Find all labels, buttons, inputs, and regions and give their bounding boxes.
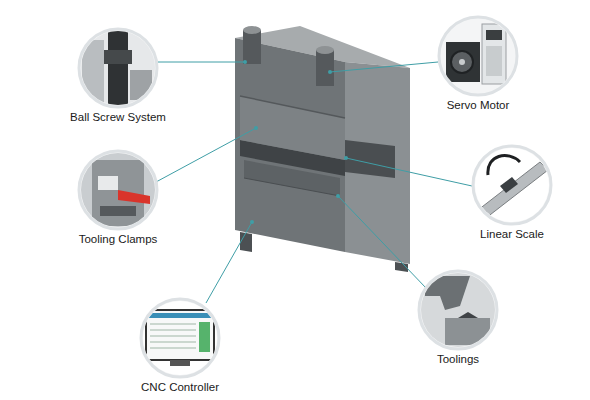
ram [240,96,345,160]
callout-label: Toolings [393,353,523,365]
circle-outline [115,297,245,379]
callout-label: CNC Controller [115,381,245,393]
circle-border [79,151,157,229]
shaft [459,59,465,65]
background [475,148,549,222]
leader-dot [336,194,340,198]
lower-beam [244,160,340,196]
background [441,19,515,93]
leader-dot [254,126,258,130]
cylinder-cap [243,26,261,34]
clamp-body [92,160,144,226]
cable [488,156,520,175]
press-brake [235,26,410,272]
servo-motor-picture [441,19,515,93]
screen [146,310,214,360]
cylinder [316,50,334,86]
side-face [345,62,410,264]
driver-display [486,30,502,40]
screw-housing [108,30,128,106]
motor-body [446,42,480,82]
callout-label: Linear Scale [447,228,577,240]
table-line [150,336,196,337]
driver-terminal [486,46,502,76]
leader-line [158,62,245,63]
cylinder [243,30,261,64]
ball-screw-picture [80,30,156,106]
callout-circle: Tooling Clamps [53,149,183,250]
toolings-picture [421,273,495,347]
leader-dot [250,220,254,224]
callout-circle: Servo Motor [413,15,543,116]
foot [240,232,252,252]
circle-border [419,271,497,349]
cylinder-cap [316,46,334,54]
upper-punch [425,276,470,310]
callout-circle: Linear Scale [447,144,577,245]
nut [104,50,132,64]
leader-line [338,196,426,288]
edge-line [240,96,345,118]
leader-lines [156,62,472,303]
callout-label: Ball Screw System [53,111,183,123]
leader-line [346,158,472,186]
callout-circle: CNC Controller [115,297,245,398]
screen-buttons [199,322,210,352]
callout-label: Tooling Clamps [53,233,183,245]
cnc-controller-picture [143,301,217,375]
table-line [150,324,196,325]
lower-die [445,318,490,345]
background [81,153,155,227]
clamp-jaw [100,206,136,216]
bracket [130,70,152,100]
linear-scale-picture [475,148,549,222]
scale-bar [478,162,548,218]
callout-circle: Ball Screw System [53,27,183,128]
die-v [458,312,478,318]
front-face [235,38,345,252]
table-line [150,348,196,349]
tooling-clamp-picture [81,153,155,227]
circle-border [439,17,517,95]
background [143,301,217,375]
leader-line [206,222,252,303]
leader-dots [243,60,348,224]
circle-outline [53,149,183,231]
circle-border [141,299,219,377]
leader-dot [344,156,348,160]
circle-outline [393,269,523,351]
read-head [500,177,518,193]
callout-label: Servo Motor [413,99,543,111]
clamp-lever [118,190,150,204]
screen-header [149,313,211,318]
leader-dot [243,60,247,64]
screen-stand [170,360,190,366]
plate [82,40,104,106]
driver-box [482,24,506,84]
circle-border [473,146,551,224]
table-line [150,342,196,343]
leader-line [330,62,438,72]
callout-circle: Toolings [393,269,523,370]
edge-line [244,178,340,196]
leader-line [156,128,256,182]
circle-outline [413,15,543,97]
circle-outline [53,27,183,109]
circle-outline [447,144,577,226]
leader-dot [328,70,332,74]
clamp-slot [98,176,118,190]
background [80,30,156,106]
circle-border [79,29,157,107]
table-line [150,330,196,331]
motor-face [451,51,473,73]
background [421,273,495,347]
screen-table [150,324,196,348]
